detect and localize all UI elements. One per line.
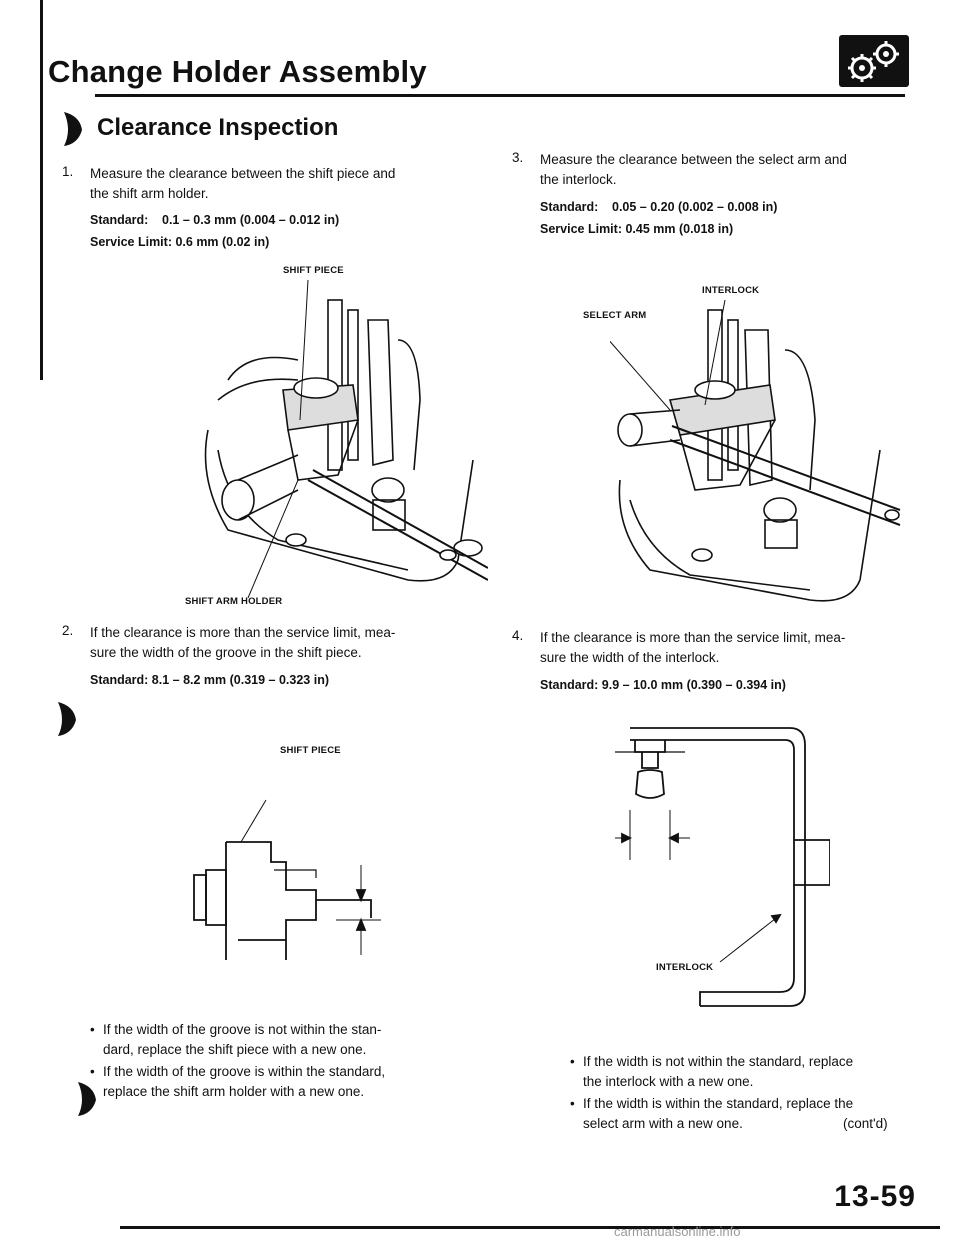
- step-4-standard: Standard: 9.9 – 10.0 mm (0.390 – 0.394 i…: [540, 678, 786, 692]
- watermark: carmanualsonline.info: [614, 1224, 741, 1239]
- left-bullet-2: • If the width of the groove is within t…: [90, 1062, 483, 1102]
- shift-piece-groove-diagram: [193, 799, 381, 960]
- step-3-text: Measure the clearance between the select…: [540, 150, 847, 190]
- page-number: 13-59: [834, 1180, 916, 1213]
- mechanical-gears-icon: [839, 35, 909, 87]
- fig2-label-shift-piece: SHIFT PIECE: [280, 745, 341, 756]
- service-limit-value: 0.6 mm (0.02 in): [175, 235, 270, 249]
- fig1-label-shift-arm-holder: SHIFT ARM HOLDER: [185, 596, 283, 607]
- service-limit-value: 0.45 mm (0.018 in): [625, 222, 734, 236]
- standard-label: Standard:: [540, 200, 599, 214]
- step-1-service-limit: Service Limit: 0.6 mm (0.02 in): [90, 235, 269, 249]
- step-4-text: If the clearance is more than the servic…: [540, 628, 845, 668]
- left-bullet-2-line-2: replace the shift arm holder with a new …: [103, 1084, 365, 1099]
- right-bullet-1: • If the width is not within the standar…: [570, 1052, 923, 1092]
- step-3-service-limit: Service Limit: 0.45 mm (0.018 in): [540, 222, 733, 236]
- side-arrow-icon: [58, 702, 76, 736]
- left-bullet-2-line-1: If the width of the groove is within the…: [103, 1064, 386, 1079]
- step-1-standard: Standard: 0.1 – 0.3 mm (0.004 – 0.012 in): [90, 213, 339, 227]
- right-bullet-2-line-2: select arm with a new one.: [583, 1116, 743, 1131]
- step-3-line-1: Measure the clearance between the select…: [540, 152, 847, 167]
- step-4-line-1: If the clearance is more than the servic…: [540, 630, 846, 645]
- right-bullet-2: • If the width is within the standard, r…: [570, 1094, 923, 1134]
- standard-value: 0.1 – 0.3 mm (0.004 – 0.012 in): [162, 213, 340, 227]
- header-rule: [95, 94, 905, 97]
- left-bullet-1-line-1: If the width of the groove is not within…: [103, 1022, 382, 1037]
- shift-piece-clearance-illustration: [204, 280, 488, 599]
- footer-rule: [120, 1226, 940, 1229]
- continued-label: (cont'd): [843, 1116, 888, 1131]
- fig3-label-select-arm: SELECT ARM: [583, 310, 647, 321]
- step-2-line-2: sure the width of the groove in the shif…: [90, 645, 362, 660]
- step-1-text: Measure the clearance between the shift …: [90, 164, 395, 204]
- fig4-label-interlock: INTERLOCK: [656, 962, 714, 973]
- right-bullet-1-line-2: the interlock with a new one.: [583, 1074, 754, 1089]
- step-1-number: 1.: [62, 164, 74, 179]
- step-3-line-2: the interlock.: [540, 172, 617, 187]
- right-bullet-1-line-1: If the width is not within the standard,…: [583, 1054, 854, 1069]
- right-bullet-2-line-1: If the width is within the standard, rep…: [583, 1096, 854, 1111]
- step-3-number: 3.: [512, 150, 524, 165]
- step-4-number: 4.: [512, 628, 524, 643]
- step-1-line-2: the shift arm holder.: [90, 186, 209, 201]
- section-title: Clearance Inspection: [97, 114, 339, 141]
- left-margin-rule: [40, 0, 43, 380]
- step-2-standard: Standard: 8.1 – 8.2 mm (0.319 – 0.323 in…: [90, 673, 330, 687]
- step-2-line-1: If the clearance is more than the servic…: [90, 625, 396, 640]
- interlock-width-diagram: [615, 727, 830, 1007]
- step-2-number: 2.: [62, 623, 74, 638]
- step-3-standard: Standard: 0.05 – 0.20 (0.002 – 0.008 in): [540, 200, 777, 214]
- standard-value: 0.05 – 0.20 (0.002 – 0.008 in): [612, 200, 778, 214]
- left-bullet-1-line-2: dard, replace the shift piece with a new…: [103, 1042, 367, 1057]
- service-limit-label: Service Limit:: [90, 235, 172, 249]
- step-4-line-2: sure the width of the interlock.: [540, 650, 720, 665]
- step-1-line-1: Measure the clearance between the shift …: [90, 166, 396, 181]
- side-arrow-icon: [78, 1082, 96, 1116]
- service-limit-label: Service Limit:: [540, 222, 622, 236]
- fig3-label-interlock: INTERLOCK: [702, 285, 760, 296]
- select-arm-clearance-illustration: [610, 300, 901, 602]
- step-2-text: If the clearance is more than the servic…: [90, 623, 395, 663]
- fig1-label-shift-piece: SHIFT PIECE: [283, 265, 344, 276]
- section-arrow-icon: [64, 112, 82, 146]
- standard-label: Standard:: [90, 213, 149, 227]
- page-title: Change Holder Assembly: [48, 54, 427, 89]
- left-bullet-1: • If the width of the groove is not with…: [90, 1020, 483, 1060]
